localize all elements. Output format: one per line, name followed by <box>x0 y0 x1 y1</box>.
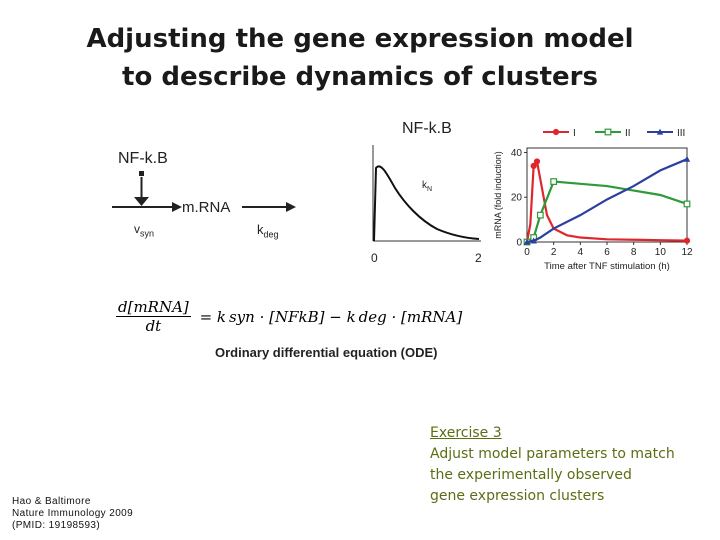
nfkb-decay-plot <box>372 145 481 242</box>
citation-journal: Nature Immunology 2009 <box>12 508 134 519</box>
degradation-arrowhead <box>286 202 296 212</box>
formula-fraction: d[mRNA] dt <box>116 298 191 335</box>
point-I <box>683 237 691 244</box>
x-tick-label: 0 <box>524 247 530 258</box>
y-tick-label: 40 <box>511 148 523 159</box>
kdeg-subscript: deg <box>263 229 279 240</box>
point-I <box>533 158 541 165</box>
mrna-label: m.RNA <box>182 199 231 216</box>
legend-marker-II <box>604 128 612 136</box>
kdeg-label: kdeg <box>257 222 279 240</box>
exercise-box: Exercise 3 Adjust model parameters to ma… <box>430 423 675 507</box>
synthesis-arrowhead <box>172 202 182 212</box>
point-II <box>550 178 558 185</box>
kdeg-symbol: k <box>257 222 264 237</box>
point-II <box>683 200 691 208</box>
y-tick-label: 20 <box>511 193 523 204</box>
point-I <box>530 162 537 170</box>
legend-marker-III <box>656 128 664 135</box>
nfkb-label-top: NF-k.B <box>402 120 452 137</box>
legend-label-I: I <box>573 128 576 139</box>
point-III <box>683 155 691 162</box>
exercise-heading: Exercise 3 <box>430 425 502 441</box>
decay-x-tick-end: 2 <box>475 251 482 265</box>
x-tick-label: 6 <box>604 247 610 258</box>
title-line-2: to describe dynamics of clusters <box>122 62 598 92</box>
formula-rhs: = k syn · [NFkB] − k deg · [mRNA] <box>199 307 463 326</box>
y-axis-label: mRNA (fold induction) <box>493 151 503 239</box>
citation-pmid: (PMID: 19198593) <box>12 520 101 531</box>
nfkb-dot <box>139 171 144 176</box>
exercise-line-2: the experimentally observed <box>430 467 632 483</box>
series-line-III <box>526 158 688 244</box>
legend-label-III: III <box>677 128 685 139</box>
vsyn-symbol: v <box>134 222 140 236</box>
nfkb-label-left: NF-k.B <box>118 150 168 167</box>
slide-title: Adjusting the gene expression model to d… <box>0 20 720 96</box>
formula-numerator: d[mRNA] <box>116 298 191 317</box>
formula-denominator: dt <box>145 317 162 335</box>
ode-caption: Ordinary differential equation (ODE) <box>215 345 438 360</box>
point-III <box>523 238 531 245</box>
kn-label: kN <box>422 180 432 193</box>
decay-x-tick-start: 0 <box>371 251 378 265</box>
citation-authors: Hao & Baltimore <box>12 496 91 507</box>
vsyn-subscript: syn <box>140 228 155 239</box>
vsyn-label: vsyn <box>134 222 154 238</box>
kn-symbol: k <box>422 180 427 191</box>
x-tick-label: 4 <box>578 247 584 258</box>
x-tick-label: 2 <box>551 247 557 258</box>
decay-curve <box>373 165 480 242</box>
citation: Hao & Baltimore Nature Immunology 2009 (… <box>12 496 133 532</box>
x-tick-label: 10 <box>655 247 667 258</box>
exercise-line-3: gene expression clusters <box>430 488 605 504</box>
x-tick-label: 12 <box>681 247 693 258</box>
series-line-II <box>526 180 688 243</box>
x-tick-label: 8 <box>631 247 637 258</box>
regulation-arrowhead <box>134 197 149 206</box>
exercise-line-1: Adjust model parameters to match <box>430 446 675 462</box>
legend-marker-I <box>552 128 560 136</box>
y-tick-label: 0 <box>516 238 522 249</box>
reaction-schematic <box>112 171 296 212</box>
ode-formula: d[mRNA] dt = k syn · [NFkB] − k deg · [m… <box>116 298 462 335</box>
title-line-1: Adjusting the gene expression model <box>86 24 634 54</box>
point-II <box>536 211 544 219</box>
x-axis-label: Time after TNF stimulation (h) <box>544 261 670 272</box>
kn-subscript: N <box>427 186 433 193</box>
legend-label-II: II <box>625 128 631 139</box>
point-III <box>530 237 537 244</box>
